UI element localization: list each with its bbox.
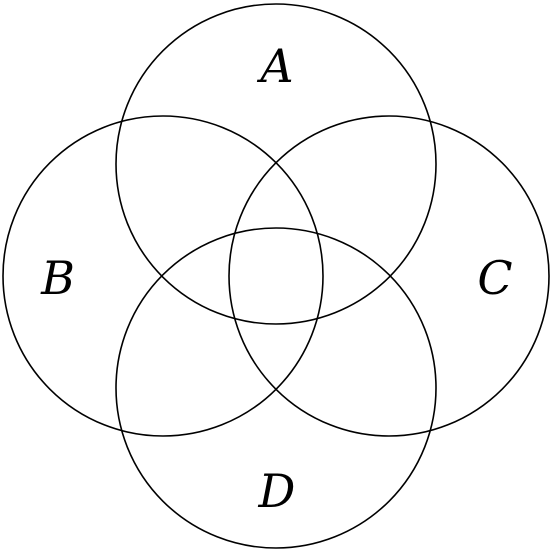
set-d-circle bbox=[115, 227, 437, 549]
set-a-circle bbox=[115, 3, 437, 325]
set-c-label: C bbox=[477, 251, 512, 305]
set-d-label: D bbox=[258, 464, 296, 518]
set-b-label: B bbox=[40, 251, 75, 305]
set-b-circle bbox=[2, 115, 324, 437]
set-c-circle bbox=[228, 115, 550, 437]
set-a-label: A bbox=[256, 39, 293, 93]
